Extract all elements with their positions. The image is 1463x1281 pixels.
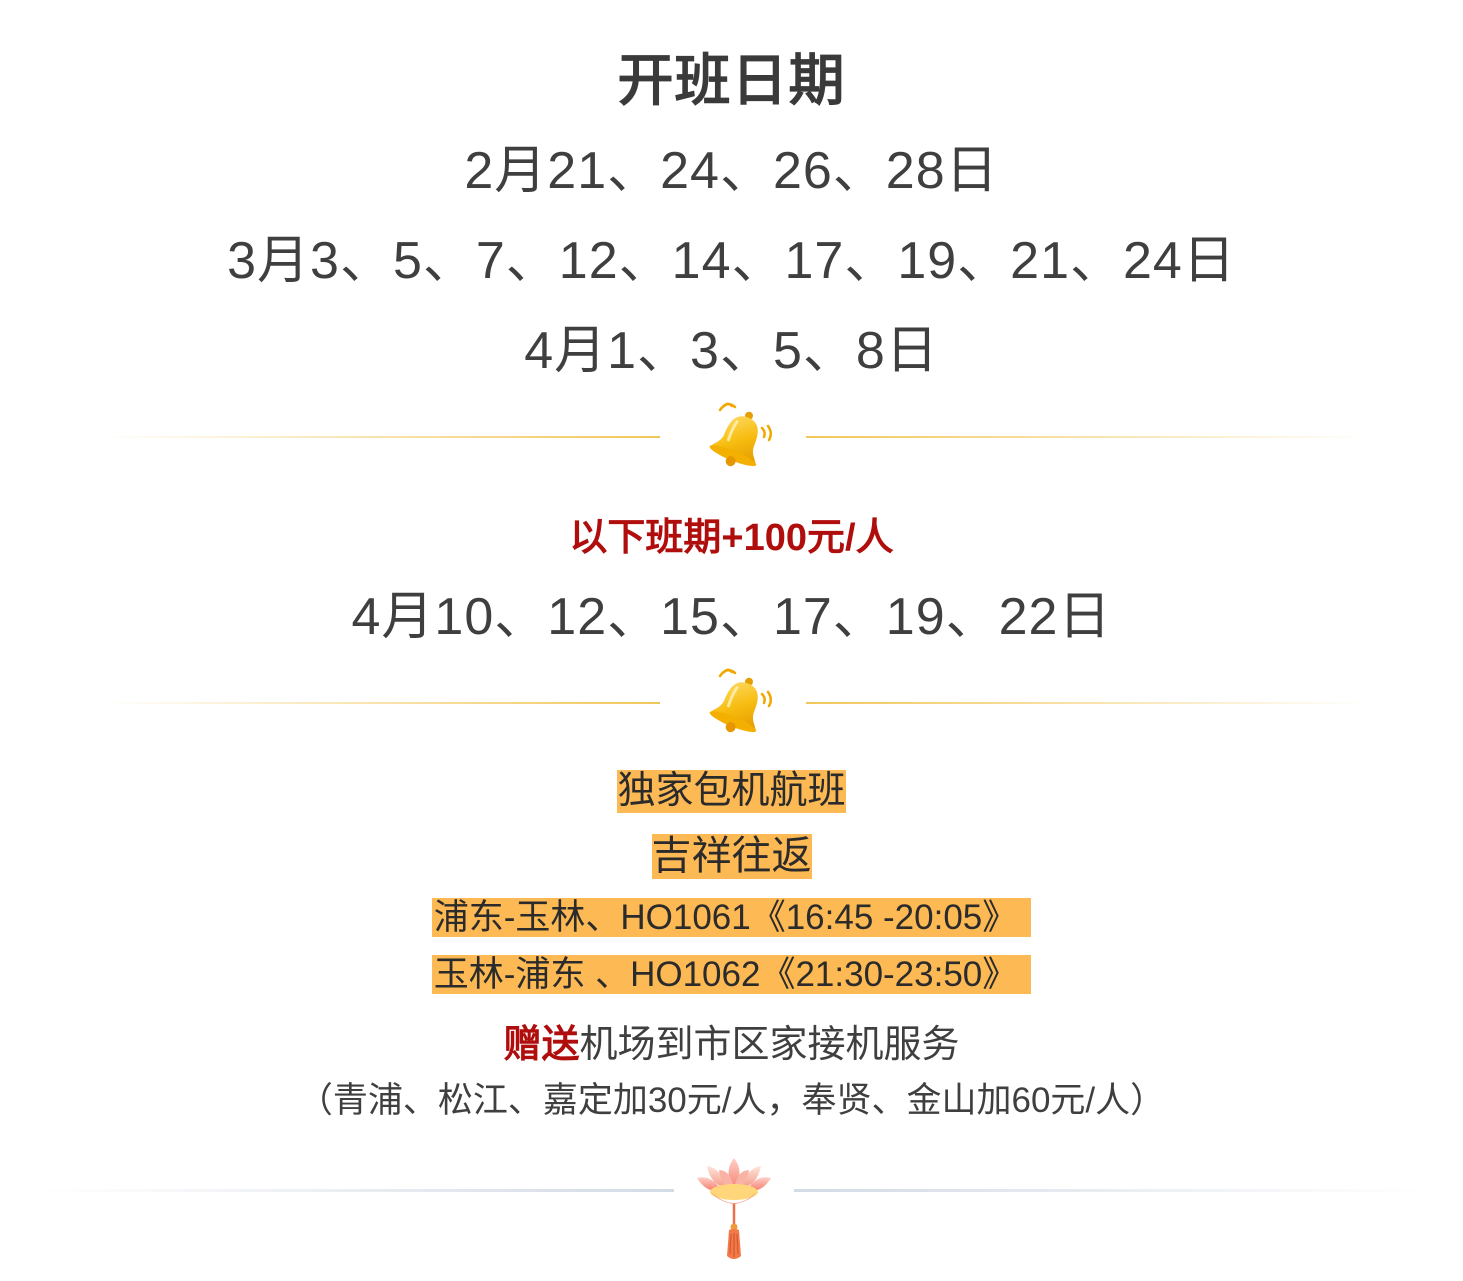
schedule-february: 2月21、24、26、28日 [464, 142, 999, 200]
divider-line-right [806, 702, 1370, 704]
flight-return-label: 玉林-浦东 、HO1062《21:30-23:50》 [431, 955, 1032, 995]
flight-outbound-row: 浦东-玉林、HO1061《16:45 -20:05》 [0, 898, 1463, 938]
gift-service-row: 赠送机场到市区家接机服务 [0, 1013, 1463, 1068]
footer-divider-right [794, 1189, 1424, 1192]
gift-service-text: 机场到市区家接机服务 [579, 1024, 960, 1066]
flight-exclusive-label: 独家包机航班 [617, 770, 846, 813]
flight-return-row: 玉林-浦东 、HO1062《21:30-23:50》 [0, 955, 1463, 995]
divider-line-right [806, 436, 1370, 438]
divider-line-left [100, 436, 660, 438]
surcharge-label: 以下班期+100元/人 [569, 517, 894, 559]
lotus-icon [697, 1158, 771, 1259]
schedule-march: 3月3、5、7、12、14、17、19、21、24日 [227, 232, 1236, 290]
bell-icon [709, 668, 772, 733]
footer-divider-left [40, 1189, 674, 1192]
schedule-april: 4月1、3、5、8日 [524, 322, 939, 380]
gift-highlight: 赠送 [503, 1024, 580, 1066]
surcharge-note: （青浦、松江、嘉定加30元/人，奉贤、金山加60元/人） [297, 1081, 1166, 1120]
flight-exclusive-row: 独家包机航班 [0, 770, 1463, 813]
flight-airline-label: 吉祥往返 [651, 834, 812, 879]
flight-outbound-label: 浦东-玉林、HO1061《16:45 -20:05》 [431, 898, 1032, 938]
flight-airline-row: 吉祥往返 [0, 834, 1463, 879]
bell-icon [709, 402, 772, 467]
page-title: 开班日期 [617, 49, 846, 112]
schedule-surcharge: 4月10、12、15、17、19、22日 [351, 588, 1112, 646]
divider-line-left [100, 702, 660, 704]
